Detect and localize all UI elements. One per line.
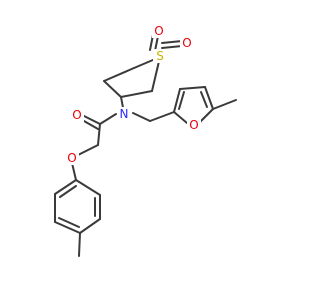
atom-carbonyl-oxygen: O	[72, 108, 81, 122]
bond-aryl-6	[54, 179, 77, 195]
bond-ch2-furan	[149, 111, 175, 122]
bond-carbonyl-ch2	[97, 123, 101, 146]
bond-furan-c3-c4	[179, 86, 206, 90]
bond-aryl-4-inner	[58, 217, 80, 228]
bond-aryl-6-inner	[59, 185, 77, 198]
bond-s-o-right-a	[161, 40, 183, 44]
bond-aryl-1	[75, 179, 101, 196]
bond-furan-c5-o	[199, 108, 214, 123]
bond-aryl-methyl	[78, 232, 81, 257]
bond-co-double-b	[83, 120, 99, 130]
atom-sulfur: S	[156, 49, 164, 63]
bond-furan-c2-c3-inner	[178, 91, 185, 110]
bond-n-ch2	[132, 112, 151, 122]
structure-svg: S O O N O O O	[54, 24, 237, 257]
bond-ring-c5-c1	[120, 90, 153, 98]
bond-ch2-ether-o	[77, 144, 99, 156]
bond-s-o-lower-a	[154, 35, 159, 52]
sulfolane-ring	[103, 56, 161, 98]
bond-ether-o-aryl	[71, 162, 77, 181]
furan-ring	[173, 86, 237, 124]
atom-sulfone-oxygen-lower: O	[154, 24, 163, 38]
atom-labels: S O O N O O O	[65, 24, 201, 165]
bond-furan-o-c2	[173, 111, 188, 124]
bond-aryl-3	[79, 218, 101, 234]
bond-s-o-right-b	[161, 45, 183, 49]
bond-furan-c2-c3	[173, 88, 181, 113]
bond-furan-c4-c5-inner	[200, 91, 208, 108]
bond-ring-c1-c4	[103, 80, 122, 98]
atom-sulfone-oxygen-right: O	[182, 36, 191, 50]
bond-co-double-a	[83, 115, 101, 125]
bond-furan-methyl	[212, 99, 237, 110]
atom-amide-nitrogen: N	[120, 107, 129, 121]
bond-ring-c4-c2	[103, 67, 135, 82]
tolyl-ring	[54, 179, 101, 257]
bond-n-carbonyl	[99, 113, 117, 125]
atom-ether-oxygen: O	[67, 151, 76, 165]
bond-aryl-4	[54, 221, 81, 234]
atom-furan-oxygen: O	[189, 118, 198, 132]
molecule-diagram: S O O N O O O	[54, 24, 237, 257]
bond-furan-c4-c5	[204, 86, 214, 110]
